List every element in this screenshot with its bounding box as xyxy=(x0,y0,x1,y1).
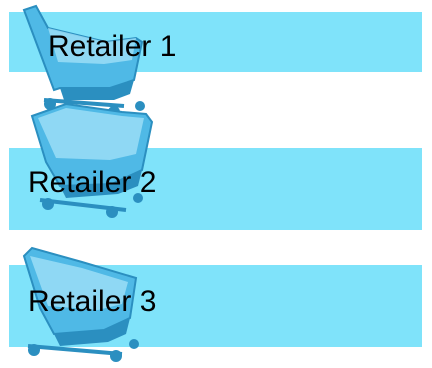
retailer-3-label: Retailer 3 xyxy=(28,287,156,317)
retailer-1-label: Retailer 1 xyxy=(48,32,176,62)
retailer-2-label: Retailer 2 xyxy=(28,168,156,198)
shopping-cart-icon xyxy=(26,98,154,218)
